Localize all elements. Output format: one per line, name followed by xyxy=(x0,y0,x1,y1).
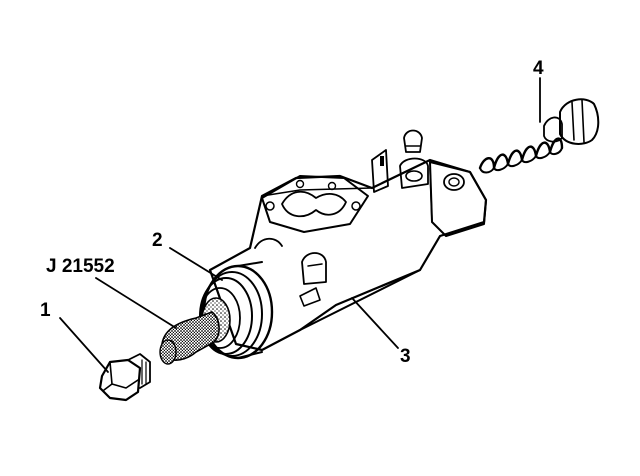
leader-part-2 xyxy=(169,247,223,281)
leader-lines xyxy=(59,77,541,373)
callout-part-4: 4 xyxy=(533,58,544,79)
leader-part-3 xyxy=(351,297,399,349)
leader-part-1 xyxy=(59,317,109,373)
end-plug xyxy=(98,353,151,402)
cylinder-housing xyxy=(208,129,488,352)
spring-cap xyxy=(543,98,600,145)
tool-j21552 xyxy=(159,311,220,365)
leader-tool xyxy=(95,277,177,329)
callout-part-1: 1 xyxy=(40,300,51,321)
callout-part-3: 3 xyxy=(400,346,411,367)
callout-tool: J 21552 xyxy=(46,256,115,277)
callout-part-2: 2 xyxy=(152,230,163,251)
return-spring xyxy=(478,137,564,174)
